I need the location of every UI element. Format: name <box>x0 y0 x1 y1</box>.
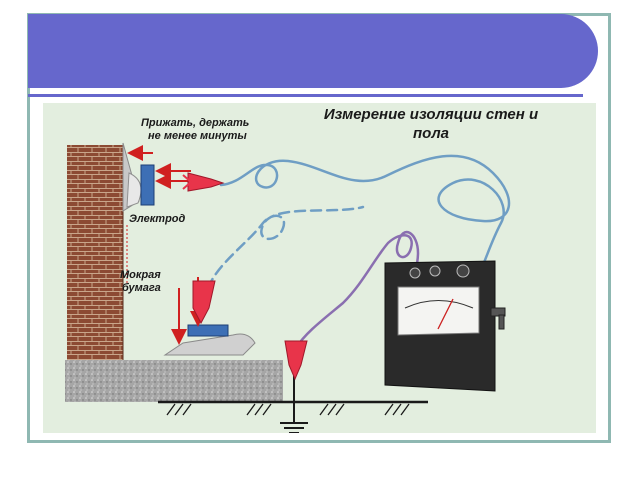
megohmmeter-icon <box>384 260 506 392</box>
electrode-label: Электрод <box>129 213 186 225</box>
crocodile-clip-icon <box>182 172 225 192</box>
wire-wall <box>219 154 511 267</box>
ground-hatching <box>166 403 410 416</box>
diagram-panel: Измерение изоляции стен и пола Прижать, … <box>43 103 596 433</box>
wet-paper-label-line-1: Мокрая <box>120 269 161 281</box>
wet-paper-label-line-2: бумага <box>122 282 161 294</box>
diagram-title-line-1: Измерение изоляции стен и <box>323 106 539 123</box>
floor-electrode-icon <box>163 324 256 356</box>
press-note-line-2: не менее минуты <box>148 130 247 142</box>
wire-floor <box>206 205 365 290</box>
concrete-floor-icon <box>65 360 283 402</box>
slide-frame: Измерение изоляции стен и пола Прижать, … <box>27 13 611 443</box>
wire-ground <box>294 230 420 350</box>
press-note-line-1: Прижать, держать <box>141 117 250 129</box>
header-divider <box>28 94 583 97</box>
diagram-title-line-2: пола <box>413 125 449 142</box>
brick-wall-icon <box>67 145 123 360</box>
crocodile-clip-ground-icon <box>284 340 308 381</box>
insulation-diagram <box>65 142 511 433</box>
crocodile-clip-floor-icon <box>192 280 216 325</box>
header-banner <box>28 14 598 88</box>
